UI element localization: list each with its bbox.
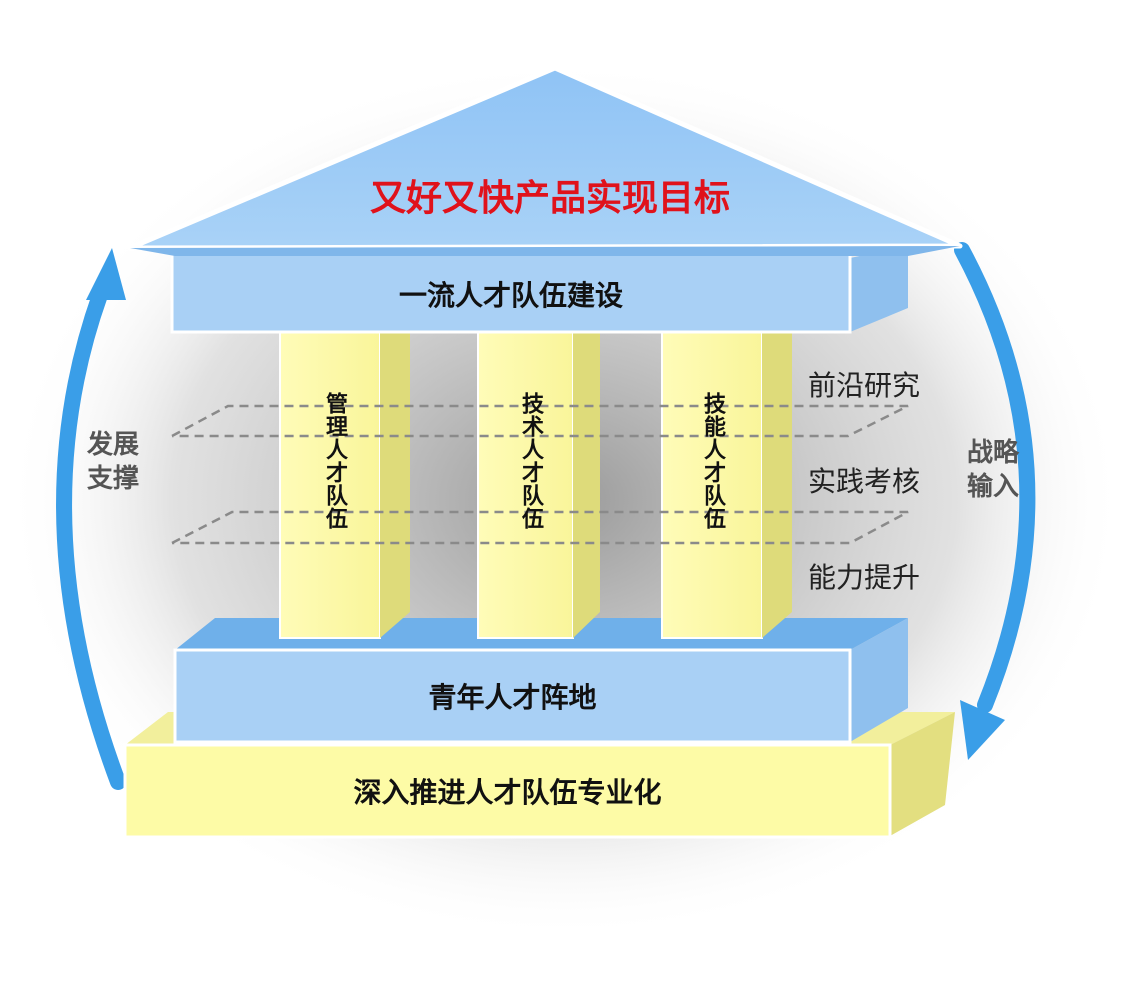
pillar-label-1: 管理人才队伍 <box>322 392 347 530</box>
right-side-label: 战略 输入 <box>958 436 1028 504</box>
pillar-1 <box>279 320 410 639</box>
top-beam-side <box>850 246 908 332</box>
goal-title: 又好又快产品实现目标 <box>369 178 730 219</box>
bottom-base-front <box>123 743 892 839</box>
right-side-label-line-1: 战略 <box>966 438 1019 468</box>
mid-base-label: 青年人才阵地 <box>428 681 597 714</box>
mid-base-front <box>173 648 852 744</box>
top-beam-label: 一流人才队伍建设 <box>398 279 623 312</box>
layer-label-3: 能力提升 <box>808 561 921 594</box>
left-side-label: 发展 支撑 <box>78 428 148 496</box>
left-side-label-line-1: 发展 <box>86 430 139 460</box>
layer-label-1: 前沿研究 <box>808 369 921 402</box>
pillar-3 <box>661 320 792 639</box>
right-arrow-head <box>960 700 1005 760</box>
pillar-label-3: 技能人才队伍 <box>700 392 725 530</box>
pillar-label-2: 技术人才队伍 <box>518 392 543 530</box>
layer-plane-1 <box>171 404 909 438</box>
right-side-label-line-2: 输入 <box>966 472 1019 502</box>
right-curved-arrow <box>954 242 1036 713</box>
top-beam-front <box>170 252 852 334</box>
layer-plane-2 <box>171 510 909 545</box>
layer-label-2: 实践考核 <box>808 465 921 498</box>
left-arrow-head <box>86 248 126 300</box>
mid-base-side <box>850 618 908 742</box>
left-side-label-line-2: 支撑 <box>86 464 139 494</box>
bottom-base-side <box>890 712 955 836</box>
roof-rim <box>130 246 960 256</box>
bottom-base-label: 深入推进人才队伍专业化 <box>353 776 662 809</box>
pillar-2 <box>477 320 600 639</box>
left-curved-arrow <box>56 287 126 790</box>
